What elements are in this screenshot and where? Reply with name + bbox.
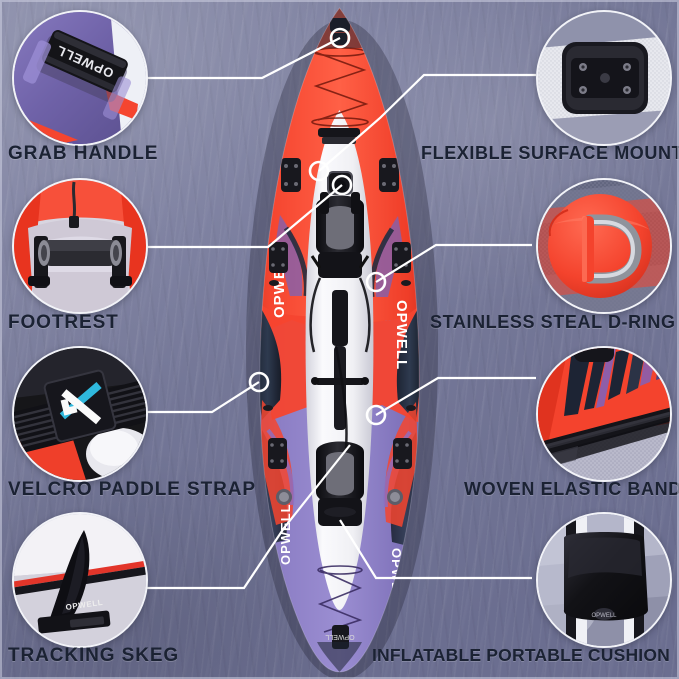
label-flexible-surface-mount: FLEXIBLE SURFACE MOUNT — [421, 143, 679, 163]
grab-handle-detail[interactable]: OPWELL — [12, 10, 148, 146]
woven-elastic-band-detail[interactable] — [536, 346, 672, 482]
label-footrest: FOOTREST — [8, 312, 119, 333]
label-grab-handle: GRAB HANDLE — [8, 143, 159, 164]
grab-handle-photo: OPWELL — [14, 12, 146, 144]
tracking-skeg-detail[interactable]: OPWELL — [12, 512, 148, 648]
label-inflatable-portable-cushion: INFLATABLE PORTABLE CUSHION — [372, 645, 671, 665]
label-woven-elastic-band: WOVEN ELASTIC BAND — [464, 479, 679, 499]
inflatable-portable-cushion-detail[interactable]: OPWELL — [536, 512, 672, 648]
velcro-paddle-strap-detail[interactable] — [12, 346, 148, 482]
tracking-skeg-photo: OPWELL — [14, 514, 146, 646]
stainless-steal-d-ring-detail[interactable] — [536, 178, 672, 314]
svg-text:OPWELL: OPWELL — [325, 633, 354, 640]
woven-elastic-band-photo — [538, 348, 670, 480]
label-velcro-paddle-strap: VELCRO PADDLE STRAP — [8, 479, 256, 500]
footrest-photo — [14, 180, 146, 312]
flexible-surface-mount-detail[interactable] — [536, 10, 672, 146]
flexible-surface-mount-photo — [538, 12, 670, 144]
inflatable-portable-cushion-photo: OPWELL — [538, 514, 670, 646]
stainless-steal-d-ring-photo — [538, 180, 670, 312]
svg-text:OPWELL: OPWELL — [393, 300, 410, 370]
svg-text:OPWELL: OPWELL — [278, 503, 293, 565]
kayak-product-photo: OPWELL OPWELL OPWELL OPWELL OPWELL — [246, 7, 438, 679]
svg-text:OPWELL: OPWELL — [591, 613, 617, 619]
footrest-detail[interactable] — [12, 178, 148, 314]
label-tracking-skeg: TRACKING SKEG — [8, 645, 180, 666]
velcro-paddle-strap-photo — [14, 348, 146, 480]
label-stainless-steal-d-ring: STAINLESS STEAL D-RING — [430, 312, 676, 332]
